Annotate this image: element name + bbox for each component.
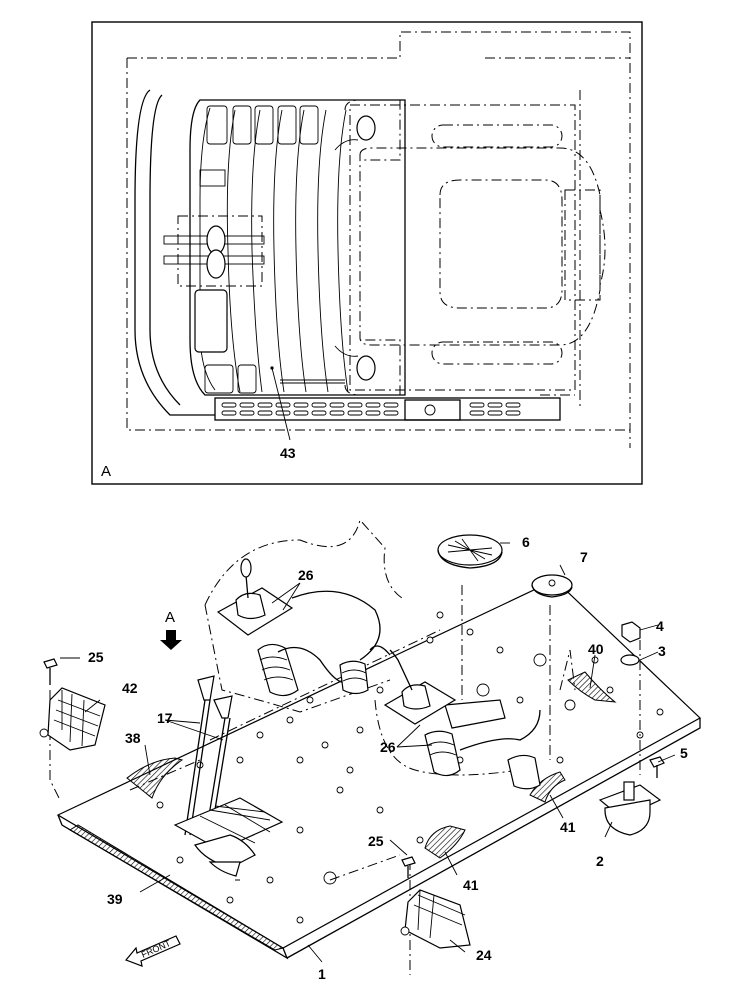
callout-41b: 41 — [463, 877, 479, 893]
pedal-24 — [400, 889, 471, 949]
callout-24: 24 — [476, 947, 492, 963]
cab-outline — [126, 31, 631, 448]
bottom-vent-strip — [214, 397, 561, 421]
callout-4: 4 — [656, 618, 664, 634]
bolt-5 — [649, 756, 665, 778]
detail-view-a: 43 A — [91, 21, 643, 485]
travel-levers-17 — [173, 675, 284, 877]
callout-26a: 26 — [298, 567, 314, 583]
pedal-42 — [39, 687, 106, 751]
callout-25a: 25 — [88, 649, 104, 665]
washer-3 — [620, 654, 640, 666]
control-lever-left — [216, 558, 381, 697]
callout-39: 39 — [107, 891, 123, 907]
view-a-arrow-label: A — [165, 609, 175, 626]
callout-40: 40 — [588, 641, 604, 657]
travel-levers — [163, 215, 265, 287]
floor-edge — [134, 89, 215, 416]
seal-41b — [424, 825, 466, 859]
floor-mat — [189, 99, 406, 396]
callout-7: 7 — [580, 549, 588, 565]
callout-17: 17 — [157, 710, 173, 726]
rubber-seal-39 — [69, 824, 285, 951]
callout-41a: 41 — [560, 819, 576, 835]
control-lever-right — [339, 645, 541, 790]
callout-26b: 26 — [380, 739, 396, 755]
pedal-pad — [194, 289, 228, 353]
cover-6 — [437, 534, 503, 569]
front-arrow: FRONT — [124, 935, 181, 967]
view-a-label: A — [101, 463, 111, 480]
leader-lines — [60, 542, 676, 963]
nut-4 — [621, 621, 641, 643]
bolt-25b — [401, 856, 416, 878]
callout-1: 1 — [318, 966, 326, 982]
front-label: FRONT — [140, 938, 173, 960]
view-a-arrow: A — [160, 609, 182, 650]
callout-2: 2 — [596, 853, 604, 869]
callout-43: 43 — [280, 445, 296, 461]
callout-5: 5 — [680, 745, 688, 761]
callout-42: 42 — [122, 680, 138, 696]
callout-6: 6 — [522, 534, 530, 550]
callout-25b: 25 — [368, 833, 384, 849]
mount-2 — [598, 781, 662, 836]
callout-3: 3 — [658, 643, 666, 659]
operator-seat — [334, 99, 606, 396]
leader-43 — [271, 367, 291, 441]
bolt-25a — [43, 658, 58, 685]
exploded-view: A FRONT — [39, 518, 702, 982]
callout-38: 38 — [125, 730, 141, 746]
seal-38 — [126, 757, 184, 799]
plug-7 — [531, 574, 573, 598]
detail-frame — [91, 21, 643, 485]
